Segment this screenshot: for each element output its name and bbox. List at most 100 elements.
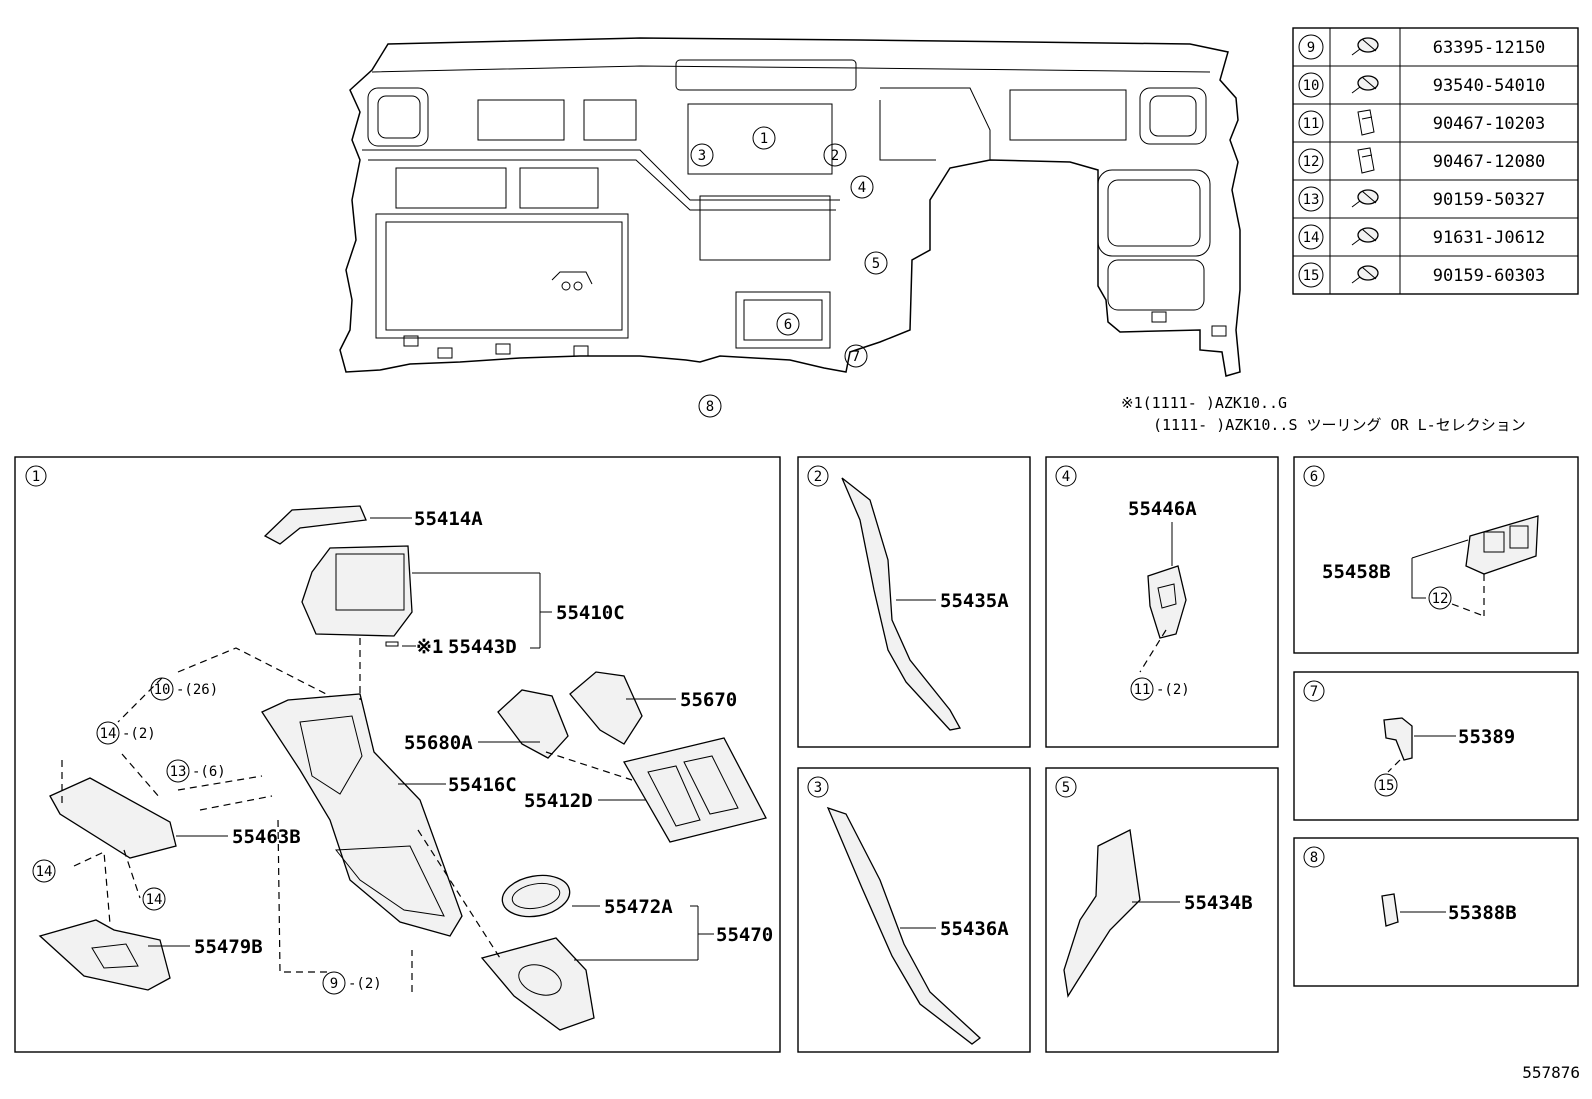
ref-circle [1298,186,1324,212]
overview-callout-2[interactable]: 2 [823,143,847,167]
panel-8: 8 55388B [1293,837,1579,987]
ref-number: 9 [1307,40,1315,56]
instrument-panel-overview: 1 2 3 4 5 6 7 8 [339,37,1241,418]
svg-text:55458B: 55458B [1322,561,1391,583]
part-55472a[interactable] [499,870,573,921]
overview-callout-7[interactable]: 7 [844,344,868,368]
table-row[interactable]: 9 63395-12150 [1298,34,1546,60]
svg-text:4: 4 [858,180,866,196]
part-55463b[interactable] [49,777,177,859]
svg-text:-(26): -(26) [176,682,218,698]
part-number: 90467-10203 [1433,114,1546,134]
part-55446a[interactable] [1147,565,1187,639]
note-line-2: (1111- )AZK10..S ツーリング OR L-セレクション [1153,416,1526,434]
part-55412d[interactable] [623,737,767,843]
panel-5: 5 55434B [1045,767,1279,1053]
part-55479b[interactable] [38,919,171,991]
panel-7: 7 55389 15 [1293,671,1579,821]
svg-text:3: 3 [814,780,822,796]
overview-callout-8[interactable]: 8 [698,394,722,418]
svg-text:10: 10 [154,682,171,698]
table-row[interactable]: 15 90159-60303 [1298,262,1546,288]
svg-text:55414A: 55414A [414,508,483,530]
diagram-code: 557876 [1522,1063,1580,1082]
part-55458b[interactable] [1465,515,1539,575]
svg-text:55472A: 55472A [604,896,673,918]
svg-text:55436A: 55436A [940,918,1009,940]
svg-text:55479B: 55479B [194,936,263,958]
svg-text:3: 3 [698,148,706,164]
table-row[interactable]: 14 91631-J0612 [1298,224,1546,250]
svg-text:-(2): -(2) [122,726,156,742]
table-row[interactable]: 11 90467-10203 [1298,109,1546,136]
fastener-table: 9 63395-12150 10 93540-54010 11 90467-10203 12… [1292,27,1579,295]
svg-text:55435A: 55435A [940,590,1009,612]
overview-callout-6[interactable]: 6 [776,312,800,336]
ref-number: 14 [1303,230,1320,246]
svg-text:12: 12 [1432,591,1449,607]
part-55470[interactable] [480,937,595,1031]
svg-text:1: 1 [32,469,40,485]
svg-text:-(2): -(2) [1156,682,1190,698]
overview-callout-1[interactable]: 1 [752,126,776,150]
ref-number: 15 [1303,268,1320,284]
part-55670[interactable] [569,671,643,745]
svg-text:55416C: 55416C [448,774,517,796]
part-55436a[interactable] [826,806,982,1045]
svg-text:7: 7 [852,349,860,365]
svg-text:14: 14 [146,892,163,908]
svg-text:2: 2 [814,469,822,485]
svg-text:55680A: 55680A [404,732,473,754]
part-55416c[interactable] [261,693,463,937]
bolt-icon [1351,227,1379,246]
panel-2: 2 55435A [797,456,1031,748]
clip-icon [1357,147,1375,174]
part-number: 63395-12150 [1433,38,1546,58]
svg-text:13: 13 [170,764,187,780]
applicability-notes: ※1(1111- )AZK10..G (1111- )AZK10..S ツーリン… [1121,394,1526,434]
overview-callout-5[interactable]: 5 [864,251,888,275]
part-number: 93540-54010 [1433,76,1546,96]
screw-icon [1351,37,1379,56]
svg-text:-(2): -(2) [348,976,382,992]
svg-text:55410C: 55410C [556,602,625,624]
screw-icon [1351,75,1379,94]
svg-text:-(6): -(6) [192,764,226,780]
note-line-1: ※1(1111- )AZK10..G [1121,394,1287,412]
ref-circle [1298,72,1324,98]
table-row[interactable]: 10 93540-54010 [1298,72,1546,98]
clip-icon [1357,109,1375,136]
ref-number: 11 [1303,116,1320,132]
part-55414a[interactable] [263,505,367,545]
ref-number: 10 [1303,78,1320,94]
panel-4: 4 55446A 11 -(2) [1045,456,1279,748]
part-number: 90159-60303 [1433,266,1546,286]
svg-text:※1: ※1 [416,636,443,658]
svg-text:55463B: 55463B [232,826,301,848]
svg-text:14: 14 [100,726,117,742]
overview-callout-4[interactable]: 4 [850,175,874,199]
svg-text:55443D: 55443D [448,636,517,658]
svg-text:55389: 55389 [1458,726,1515,748]
overview-callout-3[interactable]: 3 [690,143,714,167]
part-55388b[interactable] [1381,893,1399,927]
part-number: 91631-J0612 [1433,228,1546,248]
svg-text:55412D: 55412D [524,790,593,812]
part-55410c[interactable] [301,545,413,637]
svg-text:11: 11 [1134,682,1151,698]
part-55389[interactable] [1383,717,1413,761]
svg-text:55446A: 55446A [1128,498,1197,520]
ref-circle [1298,34,1324,60]
ref-number: 12 [1303,154,1320,170]
svg-text:55470: 55470 [716,924,773,946]
panel-1: 1 55414A 55410C ※1 55443D 55670 55680A 5… [14,456,781,1053]
part-55435a[interactable] [841,477,962,731]
svg-text:8: 8 [706,399,714,415]
part-55680a[interactable] [497,689,569,759]
part-55434b[interactable] [1063,829,1141,998]
ref-circle [1298,224,1324,250]
ref-circle [1298,148,1324,174]
